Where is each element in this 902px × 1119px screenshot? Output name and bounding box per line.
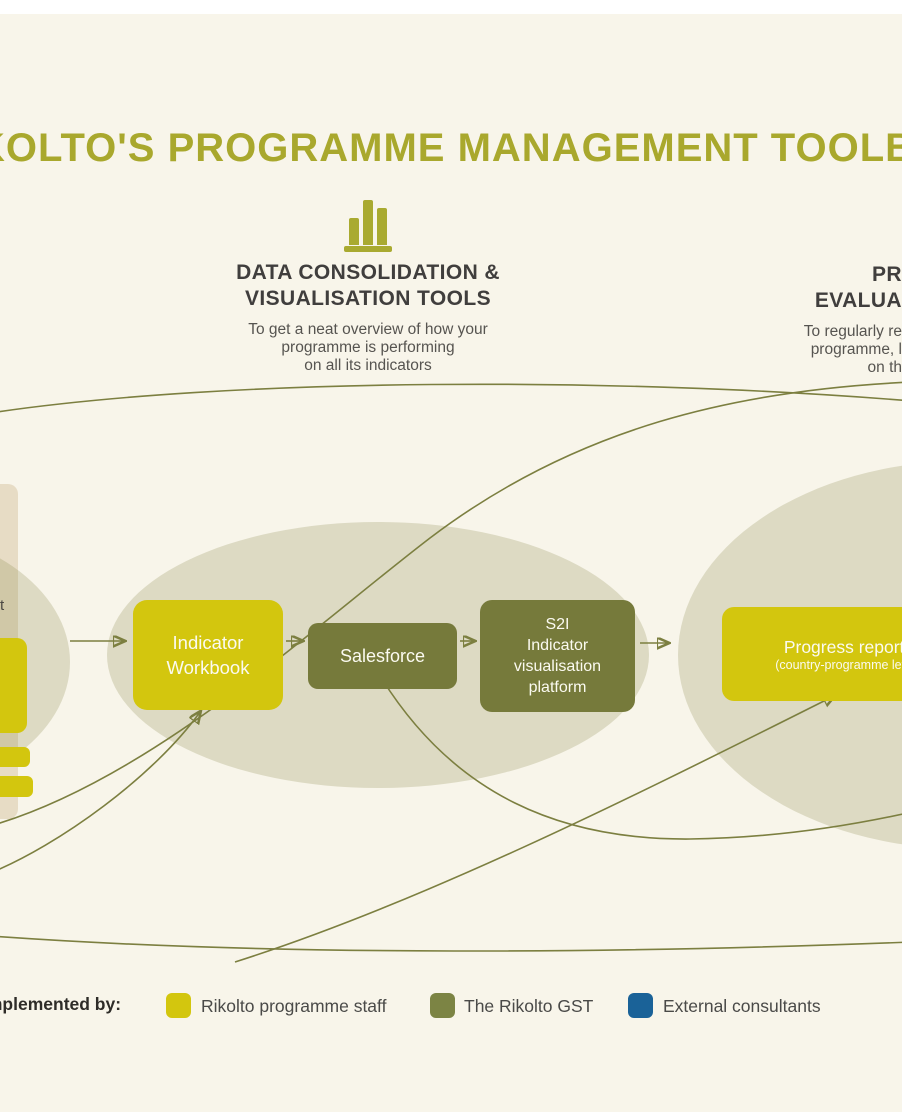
left-cutoff-box-small-2 <box>0 776 33 797</box>
section-description: To regularly re <box>803 323 902 340</box>
legend-item-label: The Rikolto GST <box>464 996 594 1016</box>
left-cutoff-box-small-1 <box>0 747 30 767</box>
left-edge-text-fragment: t <box>0 597 5 614</box>
legend-swatch-programme-staff <box>166 993 191 1018</box>
legend: Implemented by: Rikolto programme staff … <box>0 992 902 1024</box>
left-cutoff-box-large <box>0 638 27 733</box>
box-label-line: Workbook <box>166 657 250 678</box>
box-label-line: Indicator <box>526 637 589 654</box>
legend-swatch-external-consultants <box>628 993 653 1018</box>
box-salesforce: Salesforce <box>308 623 457 689</box>
legend-swatch-rikolto-gst <box>430 993 455 1018</box>
section-description: programme is performing <box>281 339 455 356</box>
section-heading: PR <box>872 263 902 286</box>
box-progress-reports: Progress reports (country-programme leve… <box>722 607 902 701</box>
box-label-line: visualisation <box>513 658 602 675</box>
box-label-line: Indicator <box>172 632 244 653</box>
legend-title: Implemented by: <box>0 994 122 1014</box>
section-heading: DATA CONSOLIDATION & <box>236 261 500 284</box>
section-data-consolidation: DATA CONSOLIDATION & VISUALISATION TOOLS… <box>193 200 543 375</box>
curve-top-arc <box>0 383 902 413</box>
diagram-canvas: t RIKOLTO'S PROGRAMME MANAGEMENT TOOLBOX… <box>0 14 902 1112</box>
section-evaluation-cutoff: PR EVALUA To regularly re programme, l o… <box>652 262 902 377</box>
section-heading: VISUALISATION TOOLS <box>244 287 491 310</box>
box-s2i-platform: S2I Indicator visualisation platform <box>480 600 635 712</box>
bar-chart-icon-bar <box>377 208 387 245</box>
page-title: RIKOLTO'S PROGRAMME MANAGEMENT TOOLBOX <box>0 126 902 170</box>
legend-item-label: Rikolto programme staff <box>201 996 387 1016</box>
curve-bottom-arc <box>0 935 902 952</box>
bar-chart-icon-baseline <box>344 246 392 252</box>
bar-chart-icon <box>344 200 392 252</box>
section-description: programme, l <box>810 341 902 358</box>
box-sublabel: (country-programme level) <box>775 657 902 672</box>
section-description: on all its indicators <box>304 357 432 374</box>
legend-item-label: External consultants <box>663 996 821 1016</box>
section-heading: EVALUA <box>814 289 902 312</box>
box-indicator-workbook: Indicator Workbook <box>133 600 283 710</box>
bar-chart-icon-bar <box>363 200 373 245</box>
box-label-line: S2I <box>545 616 570 633</box>
box-label-line: Progress reports <box>783 636 902 657</box>
section-description: on th <box>867 359 902 376</box>
box-label-line: platform <box>528 679 587 696</box>
bar-chart-icon-bar <box>349 218 359 245</box>
box-label-line: Salesforce <box>339 645 426 666</box>
section-description: To get a neat overview of how your <box>248 321 488 338</box>
